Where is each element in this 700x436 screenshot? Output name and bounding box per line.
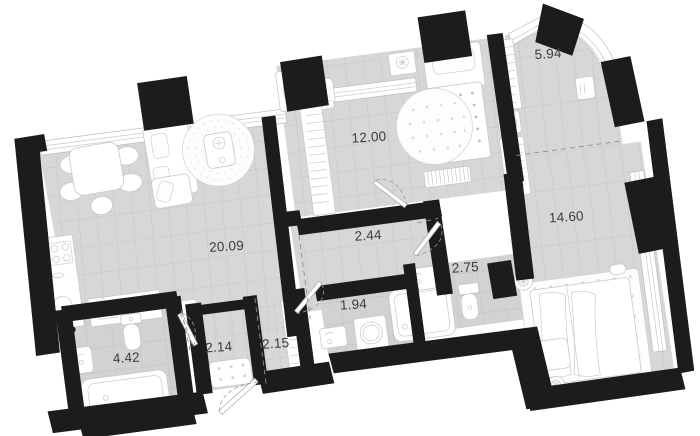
round-rug-bed12 — [396, 88, 473, 165]
washbasin-guest — [319, 325, 348, 349]
room-label-bathroom-main: 4.42 — [112, 349, 140, 366]
furniture-bedroom-14 — [513, 263, 652, 395]
double-bed-rug — [518, 268, 652, 391]
door-entry-bath-arc — [179, 312, 192, 345]
room-labels: 20.09 12.00 5.94 14.60 2.44 2.75 1.94 4.… — [112, 45, 585, 366]
toilet — [120, 312, 142, 351]
room-label-entry-hall: 2.14 — [205, 339, 233, 356]
door-bed12-hall — [372, 179, 408, 209]
room-label-wardrobe-room: 2.15 — [262, 335, 290, 352]
door-bath442 — [177, 312, 199, 347]
cooktop — [48, 240, 74, 266]
door-entrance — [218, 377, 259, 415]
washing-machine — [353, 314, 390, 351]
door-living-hall — [294, 280, 324, 315]
furniture-bathroom-guest — [319, 265, 480, 351]
nightstand — [387, 50, 417, 77]
room-label-living-kitchen: 20.09 — [209, 238, 245, 255]
coffee-table — [203, 131, 236, 169]
room-label-corridor: 2.75 — [451, 259, 479, 276]
doors — [177, 179, 443, 415]
loggia-small-unit — [574, 75, 596, 101]
radiator-bed12 — [423, 165, 472, 189]
dashed-zone-lines — [181, 140, 624, 386]
room-label-loggia-north: 5.94 — [534, 45, 562, 62]
room-label-bedroom-second: 14.60 — [549, 208, 585, 225]
wall-markers — [69, 285, 419, 333]
entrance-mat — [208, 357, 253, 389]
walls — [14, 3, 695, 436]
room-label-bathroom-guest: 1.94 — [339, 296, 367, 313]
side-lamp-top — [609, 263, 627, 276]
room-label-bedroom-main: 12.00 — [351, 129, 387, 146]
room-label-hall-main: 2.44 — [354, 227, 382, 244]
armchair — [151, 173, 193, 209]
door-hall-corridor — [412, 220, 443, 257]
wc-toilet-corridor — [457, 282, 480, 321]
